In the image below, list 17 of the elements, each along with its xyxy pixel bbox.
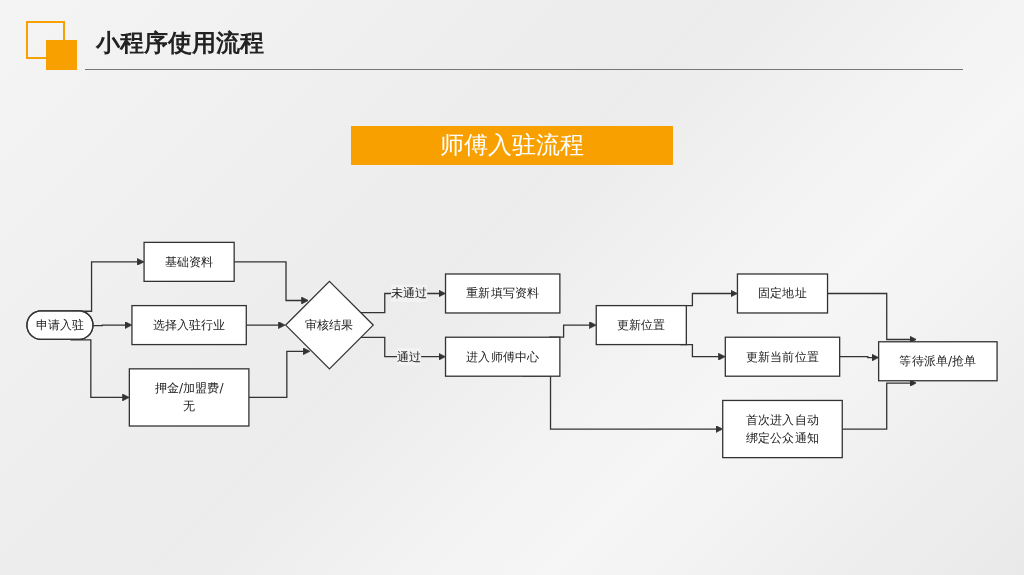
- page-title: 小程序使用流程: [96, 28, 264, 58]
- node-box: 更新位置: [595, 304, 687, 346]
- arrow: [248, 347, 311, 399]
- section-banner: 师傅入驻流程: [351, 126, 673, 165]
- node-box: 固定地址: [736, 273, 829, 314]
- node-diamond: 审核结果: [284, 280, 375, 370]
- node-box: 首次进入自动绑定公众通知: [722, 399, 843, 459]
- arrow: [839, 353, 879, 362]
- node-box: 进入师傅中心: [444, 336, 561, 377]
- node-box: 选择入驻行业: [131, 304, 247, 346]
- node-box: 更新当前位置: [724, 336, 841, 377]
- node-box: 押金/加盟费/无: [128, 368, 250, 427]
- node-box: 基础资料: [143, 241, 235, 282]
- edge-label: 未通过: [390, 286, 428, 300]
- edge-label: 通过: [397, 349, 422, 364]
- node-box: 重新填写资料: [444, 273, 561, 314]
- node-box: 等待派单/抢单: [878, 341, 998, 382]
